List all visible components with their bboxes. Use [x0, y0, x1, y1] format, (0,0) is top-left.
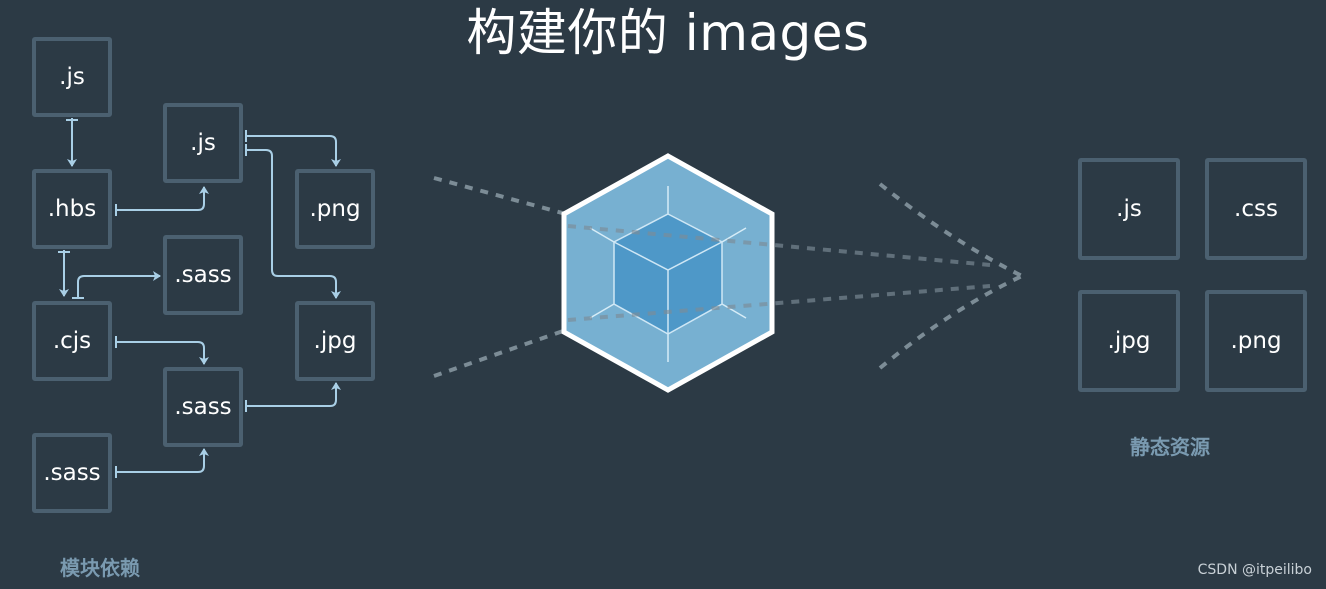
- arrow-js-to-jpg: [246, 149, 341, 299]
- module-node-sass-upper: .sass: [163, 235, 243, 315]
- through-dashed-lines: [567, 224, 991, 322]
- module-node-js-middle: .js: [163, 103, 243, 183]
- arrow-hbs-to-js: [116, 186, 209, 211]
- arrow-cjs-to-sass-upper: [77, 271, 161, 298]
- arrow-sass-bottom-to-sass-lower: [116, 448, 209, 473]
- asset-node-js: .js: [1078, 158, 1180, 260]
- dependency-arrows: [58, 118, 341, 478]
- arrow-cjs-to-sass-lower: [116, 341, 209, 365]
- watermark: CSDN @itpeilibo: [1197, 562, 1312, 578]
- asset-node-png: .png: [1205, 290, 1307, 392]
- arrow-sass-lower-to-jpg: [246, 382, 341, 407]
- module-node-hbs: .hbs: [32, 169, 112, 249]
- arrow-js-to-png: [246, 135, 341, 167]
- module-node-png: .png: [295, 169, 375, 249]
- page-title: 构建你的 images: [466, 4, 870, 62]
- module-node-jpg: .jpg: [295, 301, 375, 381]
- modules-caption: 模块依赖: [60, 556, 140, 580]
- output-dashed-lines: [878, 182, 1023, 370]
- asset-node-css: .css: [1205, 158, 1307, 260]
- assets-caption: 静态资源: [1130, 435, 1210, 459]
- module-node-js-top: .js: [32, 37, 112, 117]
- module-node-sass-lower: .sass: [163, 367, 243, 447]
- input-dashed-lines: [433, 176, 567, 378]
- module-node-sass-bottom: .sass: [32, 433, 112, 513]
- webpack-cube-icon: [561, 153, 775, 393]
- module-node-cjs: .cjs: [32, 301, 112, 381]
- asset-node-jpg: .jpg: [1078, 290, 1180, 392]
